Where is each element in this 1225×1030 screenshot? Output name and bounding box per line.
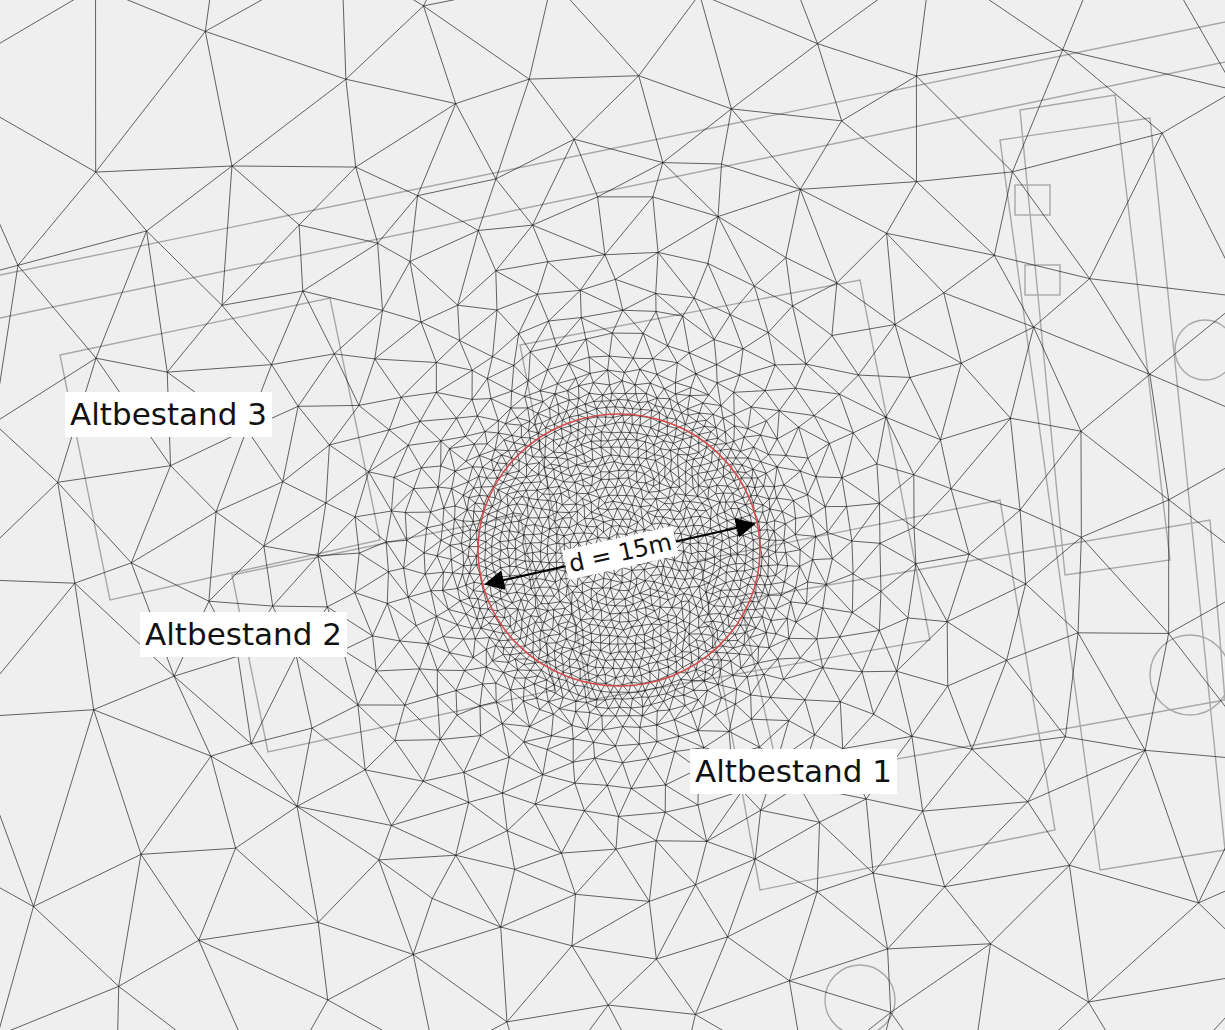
building-label: Altbestand 3 [65, 392, 272, 437]
building-label: Altbestand 2 [140, 612, 347, 657]
plan-symbol [1150, 635, 1225, 715]
building-label: Altbestand 1 [690, 749, 897, 794]
circle-outline [478, 414, 760, 686]
plan-line [0, 22, 1225, 275]
building-outline [1020, 95, 1170, 575]
plan-line [0, 62, 1225, 318]
building-outline [1000, 118, 1225, 870]
dimension-arrow [486, 524, 754, 584]
plan-symbol [825, 965, 895, 1030]
building-outline [700, 500, 1055, 890]
plan-symbol [1025, 265, 1060, 295]
plan-symbol [1175, 320, 1225, 380]
